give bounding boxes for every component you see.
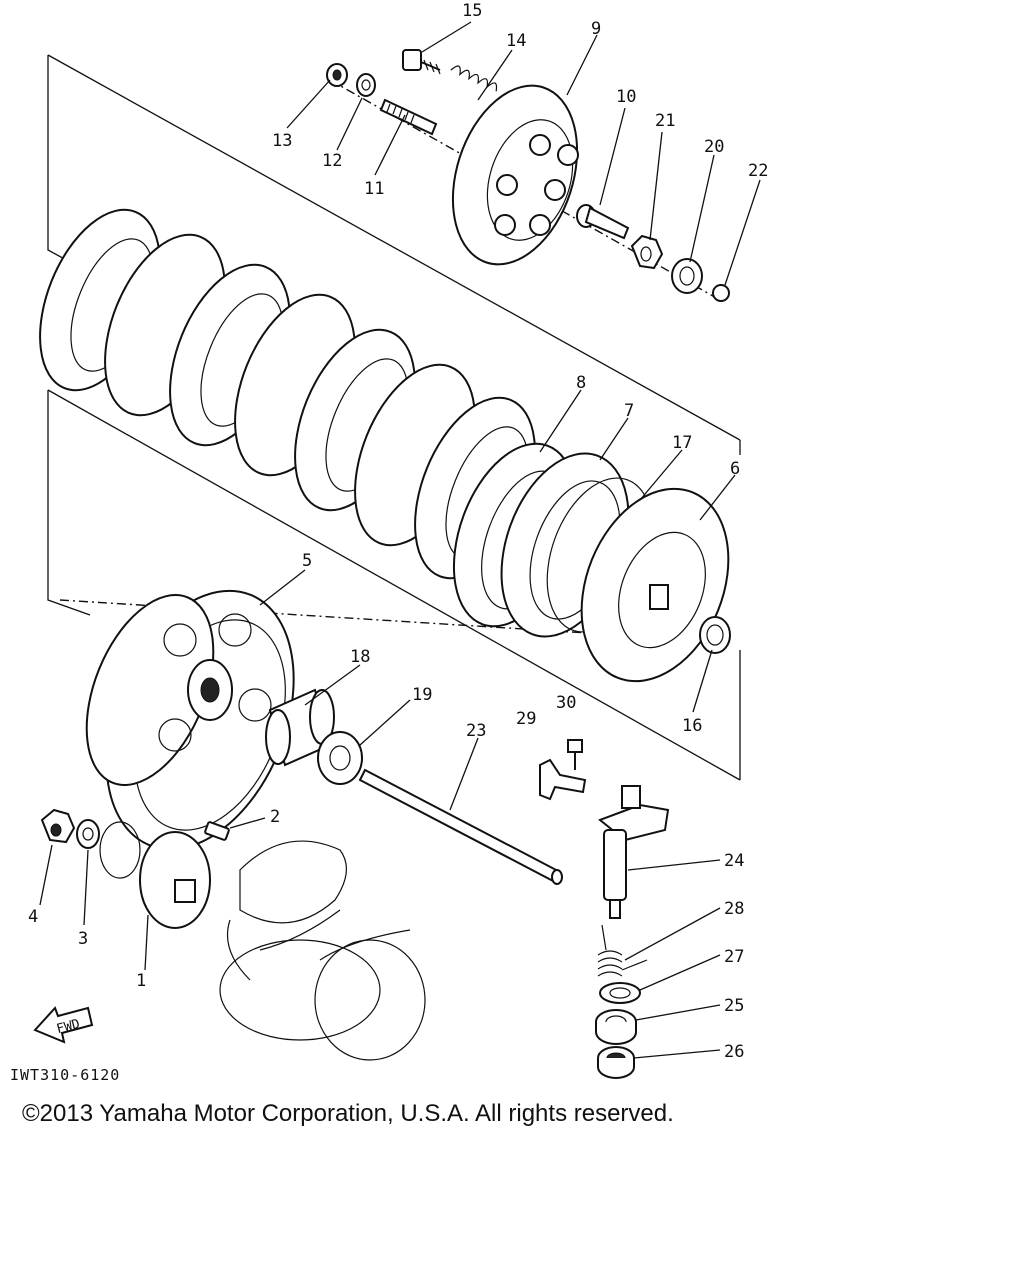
callout-21: 21	[655, 111, 675, 131]
drawing-code-label: IWT310-6120	[10, 1066, 121, 1084]
part-12-washer	[356, 73, 376, 97]
part-09-pressure-plate	[451, 84, 579, 266]
callout-17: 17	[672, 433, 692, 453]
callout-09: 9	[591, 19, 601, 39]
part-23-push-rod	[358, 768, 563, 885]
callout-13: 13	[272, 131, 292, 151]
callout-14: 14	[506, 31, 526, 51]
callout-06: 6	[730, 459, 740, 479]
part-11-stud	[379, 98, 438, 136]
callout-30: 30	[556, 693, 576, 713]
part-10-push-rod	[576, 204, 630, 240]
part-28-return-spring	[597, 924, 648, 977]
callout-19: 19	[412, 685, 432, 705]
callout-20: 20	[704, 137, 724, 157]
callout-25: 25	[724, 996, 744, 1016]
part-16-washer	[699, 616, 731, 654]
callout-24: 24	[724, 851, 744, 871]
callout-01: 1	[136, 971, 146, 991]
part-01-primary-drive-gear	[99, 821, 211, 929]
callout-28: 28	[724, 899, 744, 919]
assembly-frame-lines	[47, 54, 741, 781]
callout-04: 4	[28, 907, 38, 927]
callout-15: 15	[462, 1, 482, 21]
callout-29: 29	[516, 709, 536, 729]
part-14-spring	[450, 65, 498, 92]
part-02-key	[204, 821, 230, 841]
callout-10: 10	[616, 87, 636, 107]
part-13-nut	[326, 63, 348, 87]
part-05-clutch-housing	[85, 589, 295, 851]
callout-26: 26	[724, 1042, 744, 1062]
part-30-screw	[567, 739, 583, 770]
part-22-ball	[712, 284, 730, 302]
part-06-clutch-boss	[580, 487, 730, 683]
callout-12: 12	[322, 151, 342, 171]
part-21-nut	[630, 234, 664, 270]
callout-02: 2	[270, 807, 280, 827]
forward-direction-arrow-icon: FWD	[33, 1006, 94, 1044]
callout-05: 5	[302, 551, 312, 571]
part-27-washer	[599, 982, 641, 1004]
callout-08: 8	[576, 373, 586, 393]
callout-27: 27	[724, 947, 744, 967]
part-24-push-lever-axle	[598, 785, 670, 919]
part-20-lock-washer	[671, 258, 703, 294]
copyright-notice: ©2013 Yamaha Motor Corporation, U.S.A. A…	[22, 1100, 674, 1127]
callout-18: 18	[350, 647, 370, 667]
part-03-washer	[76, 819, 100, 849]
callout-22: 22	[748, 161, 768, 181]
callout-03: 3	[78, 929, 88, 949]
callout-labels: 15 14 9 10 21 20 22 13 12 11 8 7 17 6 5 …	[28, 1, 768, 1062]
part-18-spacer	[265, 688, 335, 767]
exploded-parts-diagram: FWD 15 14 9 10 21	[28, 1, 768, 1079]
part-29-plate	[539, 758, 587, 801]
callout-16: 16	[682, 716, 702, 736]
part-26-bearing	[597, 1046, 635, 1079]
crankshaft	[219, 840, 426, 1061]
part-15-bolt	[402, 49, 441, 75]
callout-11: 11	[364, 179, 384, 199]
callout-leader-lines	[39, 21, 761, 1059]
callout-23: 23	[466, 721, 486, 741]
part-19-thrust-washer	[317, 731, 363, 785]
callout-07: 7	[624, 401, 634, 421]
part-25-oil-seal	[595, 1009, 637, 1045]
fwd-label: FWD	[55, 1017, 82, 1038]
part-04-nut	[40, 808, 76, 844]
